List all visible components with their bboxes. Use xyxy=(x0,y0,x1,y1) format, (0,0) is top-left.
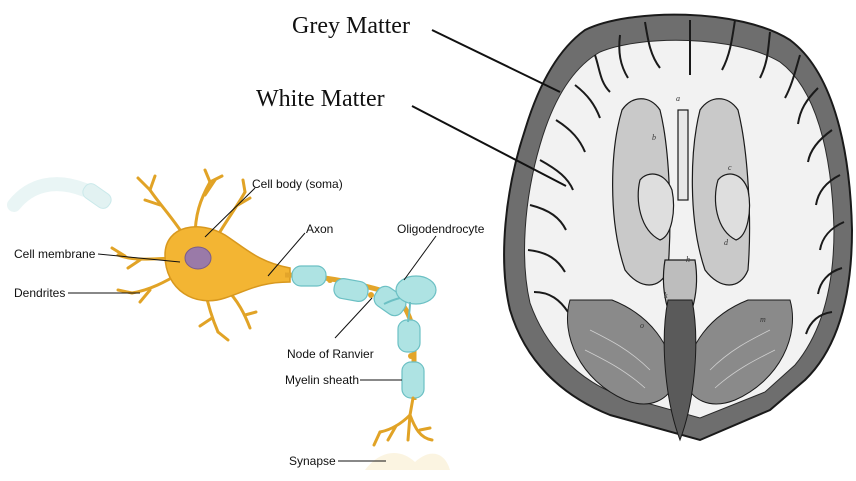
label-grey-matter: Grey Matter xyxy=(292,13,410,39)
label-myelin-sheath: Myelin sheath xyxy=(285,373,359,387)
svg-text:o: o xyxy=(640,321,644,330)
label-white-matter: White Matter xyxy=(256,86,385,112)
cerebellum xyxy=(567,300,792,440)
label-oligodendrocyte: Oligodendrocyte xyxy=(397,222,485,236)
svg-text:m: m xyxy=(760,315,766,324)
upstream-axon xyxy=(14,181,114,211)
svg-text:k: k xyxy=(664,291,668,300)
label-synapse: Synapse xyxy=(289,454,336,468)
nucleus xyxy=(185,247,211,269)
label-node-of-ranvier: Node of Ranvier xyxy=(287,347,374,361)
cell-body xyxy=(165,227,290,301)
svg-text:h: h xyxy=(686,255,690,264)
svg-text:a: a xyxy=(676,94,680,103)
label-cell-body: Cell body (soma) xyxy=(252,177,343,191)
label-axon: Axon xyxy=(306,222,333,236)
neuron-illustration: Cell body (soma) Cell membrane Dendrites… xyxy=(14,170,485,470)
label-dendrites: Dendrites xyxy=(14,286,65,300)
leader-grey-matter xyxy=(432,30,560,92)
label-cell-membrane: Cell membrane xyxy=(14,247,96,261)
axon-terminals xyxy=(374,398,432,445)
svg-text:b: b xyxy=(652,133,656,142)
septum xyxy=(678,110,688,200)
neuron-leader-lines xyxy=(68,188,436,461)
svg-text:c: c xyxy=(728,163,732,172)
